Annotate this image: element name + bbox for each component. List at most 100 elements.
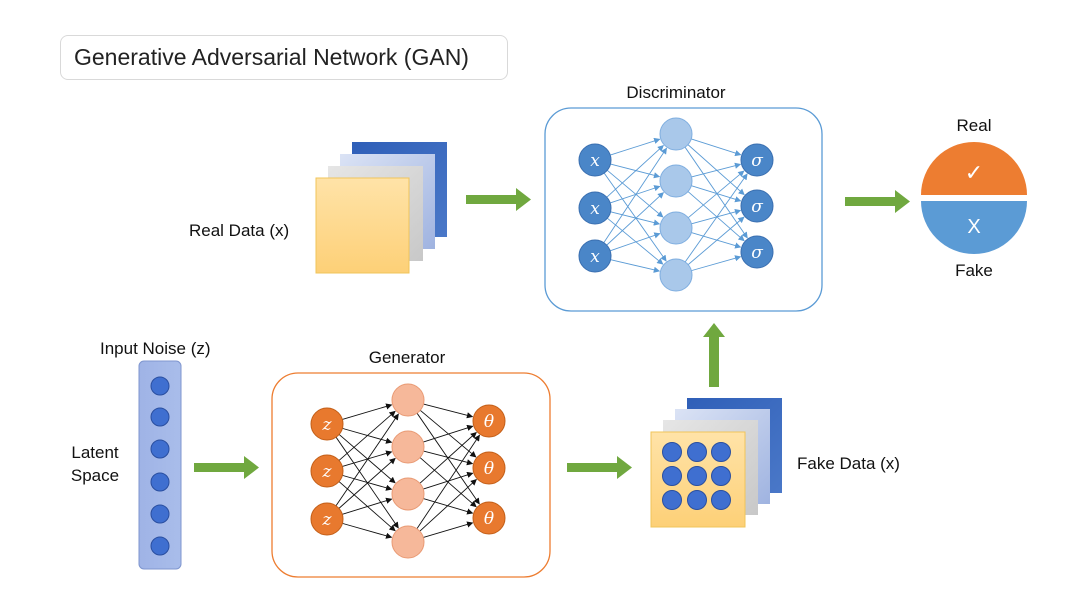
fake-data-dot bbox=[662, 466, 682, 486]
generator-edge bbox=[342, 522, 393, 539]
generator-hidden-node bbox=[391, 525, 425, 559]
discriminator-output-node bbox=[740, 143, 774, 177]
discriminator-edge bbox=[606, 145, 664, 198]
generator-hidden-node bbox=[391, 430, 425, 464]
latent-node bbox=[150, 439, 170, 459]
fake-data-dot bbox=[662, 490, 682, 510]
generator-connections bbox=[335, 403, 480, 539]
discriminator-edge bbox=[691, 255, 742, 272]
discriminator-hidden-node bbox=[659, 117, 693, 151]
generator-input-symbol: z bbox=[322, 462, 333, 482]
discriminator-edge bbox=[687, 216, 745, 265]
generator-edge bbox=[342, 474, 393, 491]
generator-edge bbox=[342, 450, 393, 467]
discriminator-label: Discriminator bbox=[626, 83, 726, 102]
check-icon: ✓ bbox=[965, 161, 983, 186]
generator-edge bbox=[338, 410, 396, 461]
input-noise-label: Input Noise (z) bbox=[100, 339, 211, 358]
diagram-title: Generative Adversarial Network (GAN) bbox=[74, 44, 469, 70]
generator-label: Generator bbox=[368, 348, 446, 367]
generator-input-symbol: z bbox=[322, 510, 333, 530]
discriminator-edge bbox=[609, 232, 661, 252]
generator-hidden-node bbox=[391, 383, 425, 417]
discriminator-edge bbox=[691, 208, 742, 225]
real-data-sheet-front bbox=[315, 177, 410, 274]
generator-output-node bbox=[472, 501, 506, 535]
generator-edge bbox=[342, 497, 393, 515]
generator-input-node bbox=[310, 407, 344, 441]
latent-node bbox=[150, 504, 170, 524]
fake-data-dot bbox=[687, 490, 707, 510]
discriminator-edge bbox=[610, 259, 661, 273]
real-half bbox=[921, 142, 1027, 195]
latent-node bbox=[150, 536, 170, 556]
discriminator-input-symbol: x bbox=[590, 151, 600, 171]
discriminator-hidden-node bbox=[659, 258, 693, 292]
fake-to-discriminator-arrow bbox=[703, 323, 725, 387]
discriminator-edge bbox=[684, 173, 748, 263]
generator-output-node bbox=[472, 451, 506, 485]
discriminator-edge bbox=[691, 162, 742, 178]
latent-label-line1: Latent bbox=[71, 443, 119, 462]
latent-node bbox=[150, 376, 170, 396]
discriminator-input-symbol: x bbox=[590, 247, 600, 267]
generator-output-symbol: θ bbox=[484, 509, 494, 529]
generator-input-node bbox=[310, 502, 344, 536]
generator-edge bbox=[338, 457, 396, 509]
discriminator-output-symbol: σ bbox=[751, 197, 763, 217]
discriminator-edge bbox=[603, 172, 667, 262]
generator-edge bbox=[423, 403, 474, 419]
generator-edge bbox=[416, 412, 480, 505]
discriminator-output-node bbox=[740, 189, 774, 223]
generator-edge bbox=[419, 479, 477, 532]
fake-data-label: Fake Data (x) bbox=[797, 454, 900, 473]
discriminator-connections bbox=[603, 137, 748, 273]
discriminator-hidden-node bbox=[659, 164, 693, 198]
generator-to-fake-arrow bbox=[567, 456, 632, 479]
generator-output-symbol: θ bbox=[484, 412, 494, 432]
fake-data-dot bbox=[687, 466, 707, 486]
real-fake-output: ✓ X bbox=[921, 142, 1027, 254]
discriminator-input-node bbox=[578, 143, 612, 177]
latent-vector-nodes bbox=[150, 376, 170, 556]
latent-node bbox=[150, 472, 170, 492]
generator-output-symbol: θ bbox=[484, 459, 494, 479]
discriminator-edge bbox=[687, 144, 745, 196]
fake-data-dot bbox=[711, 490, 731, 510]
discriminator-input-node bbox=[578, 191, 612, 225]
fake-data-grid bbox=[662, 442, 731, 510]
fake-half bbox=[921, 201, 1027, 254]
real-to-discriminator-arrow bbox=[466, 188, 531, 211]
discriminator-edge bbox=[606, 192, 664, 246]
discriminator-edge bbox=[610, 211, 661, 226]
generator-edge bbox=[416, 434, 480, 529]
discriminator-edge bbox=[610, 137, 661, 156]
generator-output-node bbox=[472, 404, 506, 438]
discriminator-output-symbol: σ bbox=[751, 243, 763, 263]
latent-vector-bar bbox=[138, 360, 182, 570]
noise-to-generator-arrow bbox=[194, 456, 259, 479]
fake-data-dot bbox=[662, 442, 682, 462]
discriminator-edge bbox=[606, 169, 664, 218]
latent-node bbox=[150, 407, 170, 427]
latent-label-line2: Space bbox=[70, 466, 120, 485]
discriminator-edge bbox=[610, 185, 661, 204]
fake-data-dot bbox=[711, 442, 731, 462]
discriminator-input-node bbox=[578, 239, 612, 273]
fake-label: Fake bbox=[955, 261, 993, 280]
discriminator-hidden-node bbox=[659, 211, 693, 245]
generator-edge bbox=[423, 471, 474, 490]
fake-data-stack bbox=[650, 398, 782, 528]
discriminator-to-output-arrow bbox=[845, 190, 910, 213]
discriminator-edge bbox=[691, 138, 742, 157]
discriminator-output-symbol: σ bbox=[751, 151, 763, 171]
discriminator-edge bbox=[610, 163, 661, 179]
discriminator-edge bbox=[687, 191, 745, 242]
discriminator-edge bbox=[607, 217, 664, 265]
discriminator-output-node bbox=[740, 235, 774, 269]
generator-edge bbox=[342, 403, 393, 420]
generator-edge bbox=[423, 424, 474, 443]
discriminator-edge bbox=[603, 147, 667, 243]
